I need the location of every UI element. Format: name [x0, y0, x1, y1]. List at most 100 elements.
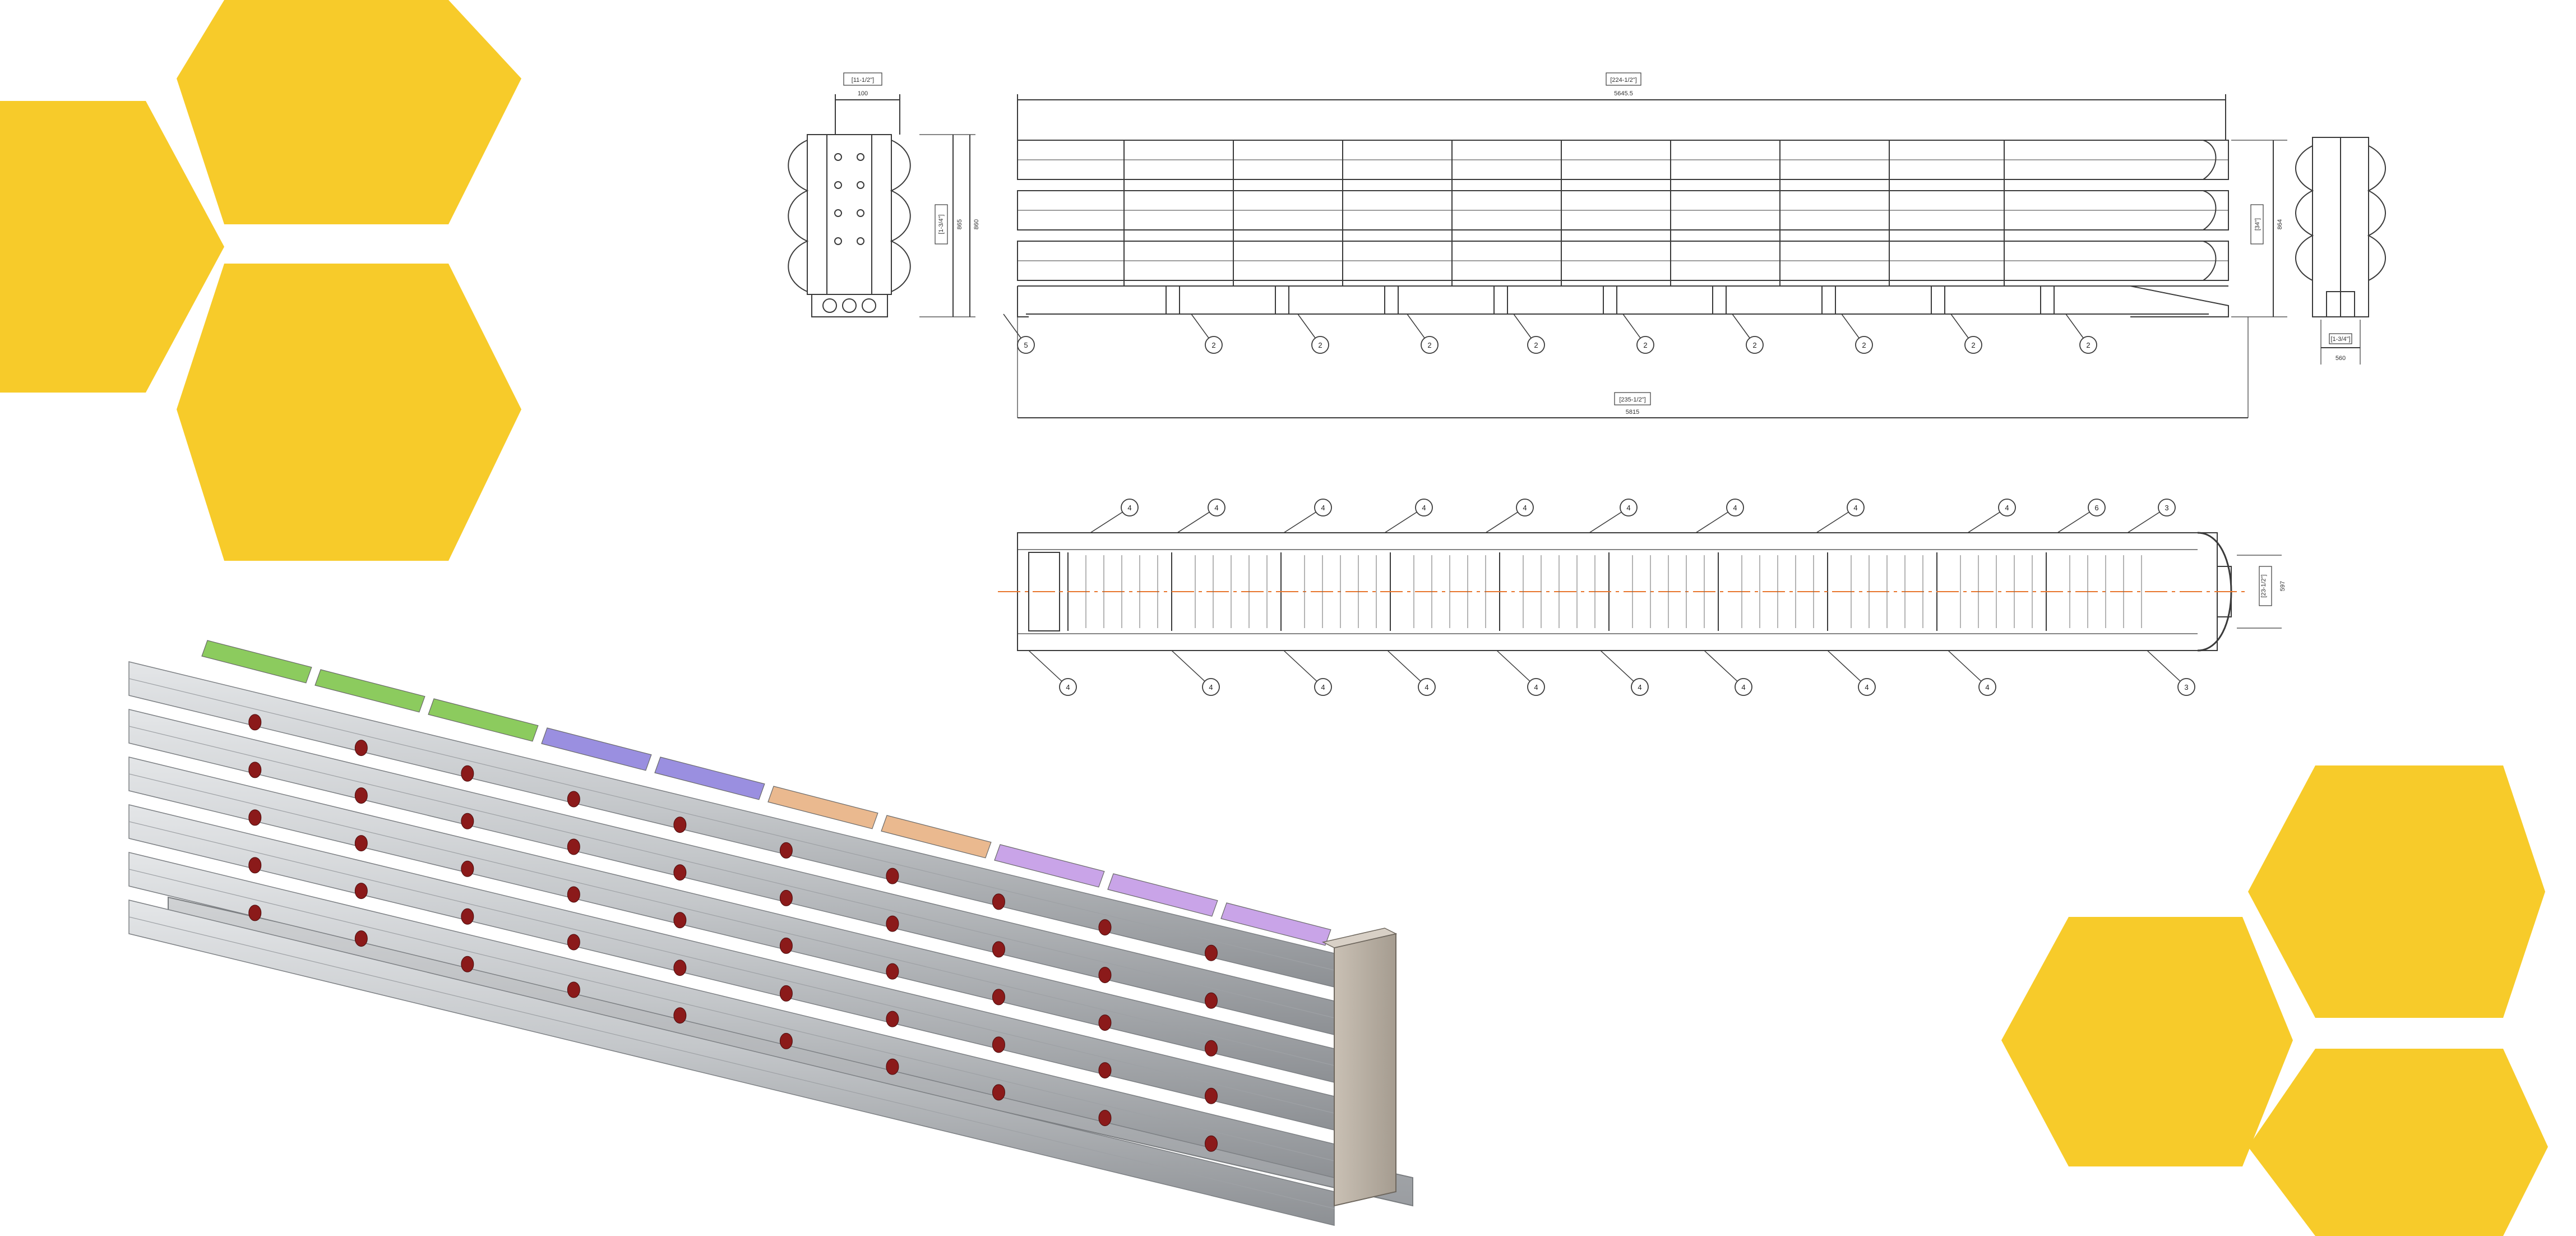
elevation-overall-dim-in: [235-1/2"] [1619, 396, 1645, 403]
render-reflector [567, 838, 580, 855]
elevation-length-dim-mm: 5645.5 [1614, 90, 1633, 97]
plan-top-callout-0: 4 [1090, 499, 1139, 533]
render-rail-crease [128, 726, 1335, 1018]
render-cart [654, 757, 765, 800]
render-reflector [992, 989, 1005, 1006]
elevation-labels: [224-1/2"] 5645.5 [235-1/2"] 5815 [34"] … [1610, 77, 2283, 416]
plan-bottom-callout-9: 3 [2147, 650, 2195, 696]
plan-top-callout-10: 3 [2127, 499, 2176, 533]
render-reflector [1204, 1087, 1218, 1104]
render-rail-crease [128, 821, 1335, 1114]
render-cart [315, 669, 426, 713]
render-carts [201, 640, 1331, 946]
render-reflector [354, 835, 368, 852]
plan-bottom-callout-5: 4 [1600, 650, 1649, 696]
render-reflector [673, 1007, 687, 1024]
plan-bottom-callout-4-label: 4 [1534, 683, 1538, 691]
render-reflector [992, 941, 1005, 958]
plan-top-callout-4: 4 [1485, 499, 1534, 533]
render-reflector [886, 963, 899, 980]
elevation-callout-8-label: 2 [1971, 341, 1975, 349]
render-reflector [248, 714, 262, 731]
render-reflector [779, 842, 793, 859]
render-reflector [779, 1032, 793, 1049]
render-cart [881, 815, 992, 859]
plan-end-dim-in: [23-1/2"] [2260, 574, 2267, 597]
render-reflector [673, 960, 687, 976]
plan-top-callout-8: 4 [1967, 499, 2016, 533]
plan-top-callout-6: 4 [1695, 499, 1744, 533]
side-width-dim-mm: 100 [858, 90, 868, 97]
render-cart [1220, 902, 1331, 946]
elevation-callout-8: 2 [1950, 313, 1982, 354]
render-rails [128, 661, 1335, 1226]
render-cart [767, 786, 878, 829]
render-reflector [673, 912, 687, 929]
plan-bottom-callout-7-label: 4 [1865, 683, 1869, 691]
elevation-callout-5-label: 2 [1643, 341, 1647, 349]
plan-top-callout-7-label: 4 [1853, 504, 1857, 512]
plan-bottom-callout-5-label: 4 [1638, 683, 1641, 691]
hexagon-top-left-1 [0, 101, 224, 393]
render-reflector [354, 930, 368, 947]
render-reflector [1098, 919, 1112, 936]
render-reflector [992, 1084, 1005, 1101]
elevation-callout-3-label: 2 [1427, 341, 1431, 349]
side-height-dim-in: [1-3/4"] [938, 214, 945, 234]
render-reflectors [248, 714, 1218, 1152]
plan-bottom-callout-2: 4 [1283, 650, 1332, 696]
render-reflector [673, 864, 687, 881]
plan-bottom-callout-4: 4 [1496, 650, 1545, 696]
plan-top-callout-5-label: 4 [1626, 504, 1630, 512]
side-height-total: 860 [973, 219, 980, 229]
plan-top-callout-2: 4 [1283, 499, 1332, 533]
side-width-dim-in: [11-1/2"] [852, 77, 874, 84]
render-rail-crease [128, 869, 1335, 1161]
elevation-callout-7: 2 [1841, 313, 1873, 354]
render-end-cap-top [1321, 928, 1398, 948]
render-reflector [1204, 1040, 1218, 1057]
hexagon-top-left-3 [177, 264, 521, 561]
render-reflector [779, 937, 793, 954]
plan-bottom-callout-8: 4 [1948, 650, 1996, 696]
elevation-drawing [1017, 72, 2287, 418]
render-reflector [1204, 944, 1218, 961]
elevation-callout-7-label: 2 [1862, 341, 1866, 349]
plan-bottom-callout-2-label: 4 [1321, 683, 1325, 691]
render-reflector [886, 915, 899, 932]
side-view-drawing [788, 72, 975, 317]
render-rail-crease [128, 916, 1335, 1209]
elevation-callout-4-label: 2 [1534, 341, 1538, 349]
elevation-callout-2: 2 [1297, 313, 1329, 354]
plan-bottom-callout-6-label: 4 [1741, 683, 1745, 691]
plan-top-callout-1-label: 4 [1214, 504, 1218, 512]
end-width-dim-mm: 560 [2335, 355, 2346, 362]
plan-bottom-callout-1: 4 [1171, 650, 1220, 696]
elevation-callout-6-label: 2 [1752, 341, 1756, 349]
render-reflector [1098, 1014, 1112, 1031]
render-cart [1107, 873, 1218, 917]
render-cart [201, 640, 312, 684]
render-reflector [886, 868, 899, 884]
elevation-callout-9-label: 2 [2086, 341, 2090, 349]
plan-bottom-callout-8-label: 4 [1985, 683, 1989, 691]
render-reflector [779, 889, 793, 906]
render-reflector [248, 762, 262, 778]
plan-top-callout-9: 6 [2057, 499, 2106, 533]
elevation-callout-9: 2 [2065, 313, 2097, 354]
render-reflector [248, 905, 262, 921]
plan-top-callout-2-label: 4 [1321, 504, 1325, 512]
plan-labels: [23-1/2"] 597 [2260, 574, 2286, 597]
hexagon-top-left-2 [177, 0, 521, 224]
render-reflector [567, 791, 580, 808]
elevation-callout-2-label: 2 [1318, 341, 1322, 349]
side-view-labels: [11-1/2"] 100 [1-3/4"] 865 860 [852, 77, 980, 234]
render-reflector [1204, 1135, 1218, 1152]
render-reflector [248, 857, 262, 874]
plan-top-callout-0-label: 4 [1127, 504, 1131, 512]
hexagon-bottom-right-1 [2248, 765, 2545, 1018]
render-reflector [354, 787, 368, 804]
render-reflector [354, 883, 368, 900]
plan-top-callout-4-label: 4 [1523, 504, 1527, 512]
